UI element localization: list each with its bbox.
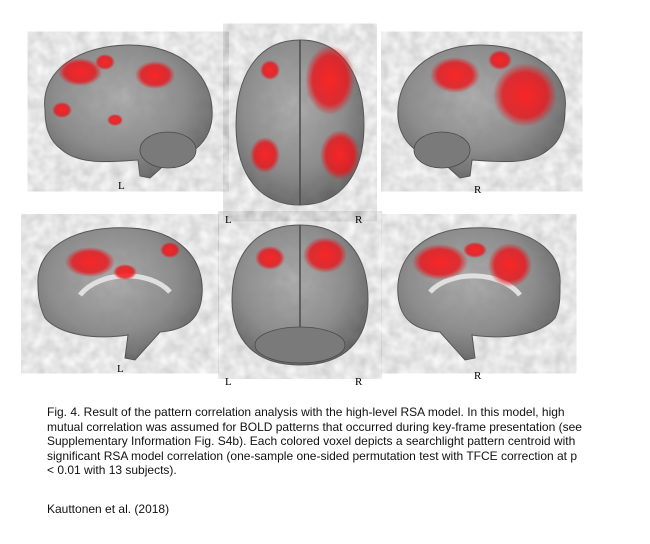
panel-label-lateral-left: L — [118, 180, 125, 192]
panel-label-lateral-right: R — [474, 184, 482, 196]
panel-label-posterior-left: L — [225, 376, 232, 388]
brain-dorsal — [235, 39, 365, 206]
brain-lateral-right — [397, 44, 566, 179]
panel-label-dorsal-left: L — [225, 214, 232, 226]
brain-renderings — [37, 39, 566, 366]
panel-label-dorsal-right: R — [355, 214, 363, 226]
figure-caption: Fig. 4. Result of the pattern correlatio… — [47, 405, 582, 477]
brain-medial-right — [397, 227, 561, 361]
brain-medial-left — [37, 227, 203, 361]
panel-label-medial-left: L — [117, 363, 124, 375]
brain-lateral-left — [44, 44, 213, 179]
panel-label-medial-right: R — [474, 370, 482, 382]
citation: Kauttonen et al. (2018) — [47, 502, 170, 516]
panel-label-posterior-right: R — [355, 376, 363, 388]
brain-posterior — [231, 224, 369, 366]
